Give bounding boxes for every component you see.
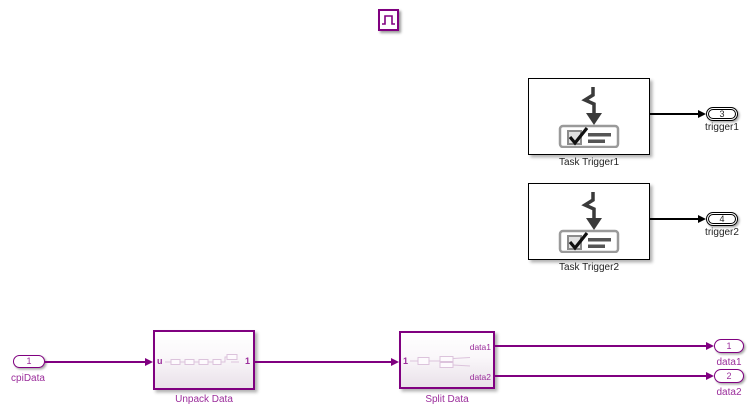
outport-data1[interactable]: 1 [714, 339, 744, 353]
port-number: 3 [719, 108, 725, 119]
port-number: 1 [26, 356, 32, 366]
task-trigger1-block[interactable] [528, 78, 650, 155]
port-number: 1 [726, 340, 732, 351]
outport-trigger1[interactable]: 3 [706, 107, 738, 121]
wire-split-to-data1[interactable] [495, 345, 707, 347]
split-output2-port-label: data2 [469, 372, 491, 382]
unpack-contents-thumbnail-icon [165, 354, 239, 365]
split-contents-thumbnail-icon [410, 356, 471, 368]
task-trigger2-label: Task Trigger2 [558, 262, 620, 273]
wire-tasktrigger2-to-outport[interactable] [650, 218, 698, 220]
split-data-label: Split Data [425, 394, 469, 405]
inport-cpiData[interactable]: 1 [13, 355, 45, 368]
wire-unpack-to-split[interactable] [255, 361, 392, 363]
outport-data2[interactable]: 2 [714, 369, 744, 383]
lightning-checklist-icon [558, 191, 620, 253]
outport-trigger1-label: trigger1 [705, 122, 739, 133]
port-number: 2 [726, 370, 732, 381]
wire-split-to-data2[interactable] [495, 375, 707, 377]
outport-trigger2-label: trigger2 [705, 227, 739, 238]
port-number: 4 [719, 213, 725, 224]
trigger-pulse-block[interactable] [378, 9, 399, 31]
arrowhead-icon [698, 110, 706, 118]
wire-tasktrigger1-to-outport[interactable] [650, 113, 698, 115]
pulse-icon [382, 15, 395, 25]
unpack-input-port-label: u [157, 356, 163, 366]
arrowhead-icon [706, 372, 714, 380]
outport-data2-label: data2 [716, 387, 742, 398]
arrowhead-icon [145, 358, 153, 366]
inport-cpiData-label: cpiData [11, 373, 45, 384]
task-trigger1-label: Task Trigger1 [558, 157, 620, 168]
split-input-port-label: 1 [403, 356, 409, 366]
arrowhead-icon [706, 342, 714, 350]
arrowhead-icon [391, 358, 399, 366]
split-output1-port-label: data1 [469, 342, 491, 352]
arrowhead-icon [698, 215, 706, 223]
outport-data1-label: data1 [716, 357, 742, 368]
task-trigger2-block[interactable] [528, 183, 650, 260]
outport-trigger2[interactable]: 4 [706, 212, 738, 226]
unpack-data-label: Unpack Data [175, 394, 233, 405]
wire-cpiData-to-unpack[interactable] [45, 361, 146, 363]
unpack-output-port-label: 1 [244, 356, 250, 366]
lightning-checklist-icon [558, 86, 620, 148]
